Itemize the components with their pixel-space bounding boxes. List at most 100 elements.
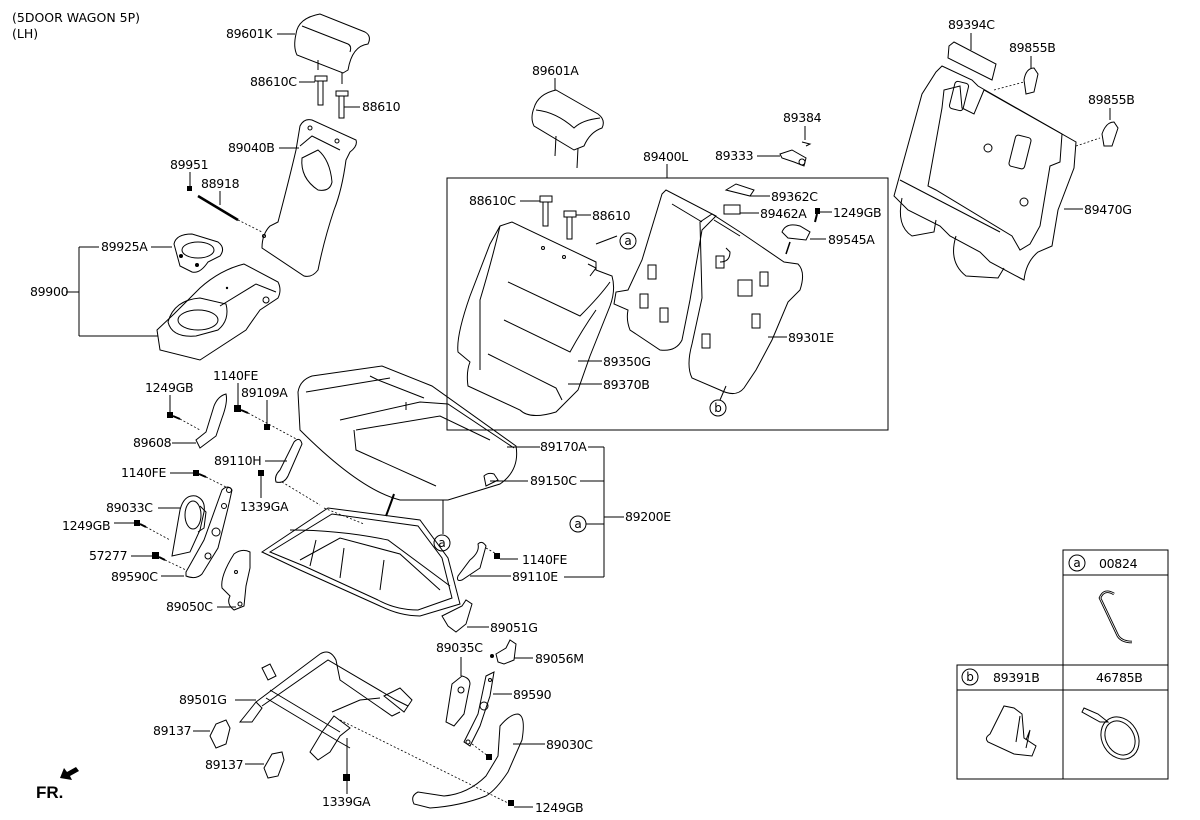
label-89137-a[interactable]: 89137 [153, 723, 192, 738]
label-89051G[interactable]: 89051G [490, 620, 538, 635]
label-89333[interactable]: 89333 [715, 148, 754, 163]
label-1249GB-b[interactable]: 1249GB [62, 518, 111, 533]
label-89035C[interactable]: 89035C [436, 640, 484, 655]
link-89110H-icon[interactable] [275, 438, 303, 483]
label-89400L[interactable]: 89400L [643, 149, 689, 164]
label-89030C[interactable]: 89030C [546, 737, 594, 752]
recliner-89033C-icon[interactable] [171, 495, 207, 557]
label-89608[interactable]: 89608 [133, 435, 172, 450]
clip-89384-icon[interactable] [801, 141, 812, 147]
label-89040B[interactable]: 89040B [228, 140, 275, 155]
bracket-89137-a-icon[interactable] [209, 719, 231, 749]
headrest-89601A-icon[interactable] [531, 89, 604, 169]
label-89501G[interactable]: 89501G [179, 692, 227, 707]
label-89370B[interactable]: 89370B [603, 377, 650, 392]
bolt-1140FE-c-icon[interactable] [494, 553, 500, 559]
legend-part-89391B[interactable]: 89391B [993, 670, 1040, 685]
hinge-89590-icon[interactable] [463, 671, 495, 747]
cup-holder-89925A-icon[interactable] [173, 233, 224, 273]
label-1339GA-b[interactable]: 1339GA [322, 794, 371, 809]
seatback-frame-89301E-icon[interactable] [613, 189, 804, 394]
label-89951[interactable]: 89951 [170, 157, 209, 172]
nut-1339GA-a-icon[interactable] [258, 470, 264, 476]
nut-89951-icon[interactable] [187, 186, 192, 191]
bracket-89855B-a-icon[interactable] [1023, 67, 1039, 95]
label-89384[interactable]: 89384 [783, 110, 822, 125]
callout-b-seatback[interactable]: b [709, 399, 727, 417]
bracket-89051G-icon[interactable] [441, 599, 473, 633]
label-89301E[interactable]: 89301E [788, 330, 835, 345]
seatback-panel-89470G-icon[interactable] [893, 65, 1077, 281]
label-89109A[interactable]: 89109A [241, 385, 289, 400]
label-89900[interactable]: 89900 [30, 284, 69, 299]
headrest-guide-88610C-icon[interactable] [314, 75, 328, 106]
cover-89394C-icon[interactable] [947, 41, 997, 81]
wire-hook-clip-icon[interactable] [1098, 590, 1133, 644]
cover-89030C-icon[interactable] [412, 713, 524, 809]
label-89855B-b[interactable]: 89855B [1088, 92, 1135, 107]
bolt-1140FE-a-icon[interactable] [234, 405, 249, 414]
bolt-1249GB-box-icon[interactable] [814, 208, 820, 223]
bolt-1249GB-a-icon[interactable] [167, 412, 181, 420]
label-89590C[interactable]: 89590C [111, 569, 159, 584]
seat-frame-wire-icon[interactable] [260, 493, 461, 617]
label-89110E[interactable]: 89110E [512, 569, 559, 584]
headrest-89601K-icon[interactable] [294, 13, 370, 84]
bracket-89056M-icon[interactable] [490, 639, 517, 665]
cable-tie-icon[interactable] [1081, 707, 1147, 766]
bracket-89855B-b-icon[interactable] [1101, 121, 1119, 147]
nut-1339GA-b-icon[interactable] [343, 774, 350, 781]
headrest-guide-88610-box-icon[interactable] [563, 210, 577, 240]
bolt-1249GB-c-icon[interactable] [508, 800, 514, 806]
seat-cushion-89200E-icon[interactable] [297, 365, 518, 501]
headrest-guide-88610-icon[interactable] [335, 90, 349, 119]
headrest-guide-88610C-box-icon[interactable] [539, 195, 553, 227]
label-89394C[interactable]: 89394C [948, 17, 996, 32]
label-89200E[interactable]: 89200E [625, 509, 672, 524]
callout-a-seatback[interactable]: a [619, 232, 637, 250]
label-89925A[interactable]: 89925A [101, 239, 149, 254]
label-88610C-box[interactable]: 88610C [469, 193, 517, 208]
seat-track-frame-89501G-icon[interactable] [238, 651, 413, 761]
link-89110E-icon[interactable] [457, 541, 487, 581]
label-89470G[interactable]: 89470G [1084, 202, 1132, 217]
callout-a-cushion[interactable]: a [433, 534, 451, 552]
bolt-1140FE-b-icon[interactable] [193, 470, 207, 478]
side-bolster-89040B-icon[interactable] [261, 119, 357, 277]
retainer-clip-icon[interactable] [985, 705, 1037, 757]
label-1249GB-a[interactable]: 1249GB [145, 380, 194, 395]
label-1249GB-c[interactable]: 1249GB [535, 800, 584, 815]
clip-89462A-icon[interactable] [723, 204, 741, 215]
label-89056M[interactable]: 89056M [535, 651, 584, 666]
label-1339GA-a[interactable]: 1339GA [240, 499, 289, 514]
label-89137-b[interactable]: 89137 [205, 757, 244, 772]
label-89590[interactable]: 89590 [513, 687, 552, 702]
label-89050C[interactable]: 89050C [166, 599, 214, 614]
label-89855B-a[interactable]: 89855B [1009, 40, 1056, 55]
label-88918[interactable]: 88918 [201, 176, 240, 191]
bracket-89137-b-icon[interactable] [263, 751, 285, 779]
label-89150C[interactable]: 89150C [530, 473, 578, 488]
label-1249GB-box[interactable]: 1249GB [833, 205, 882, 220]
label-1140FE-a[interactable]: 1140FE [213, 368, 259, 383]
label-88610C-top[interactable]: 88610C [250, 74, 298, 89]
bezel-89333-icon[interactable] [779, 149, 807, 167]
label-89350G[interactable]: 89350G [603, 354, 651, 369]
callout-a-89200E[interactable]: a [569, 515, 587, 533]
label-1140FE-b[interactable]: 1140FE [121, 465, 167, 480]
legend-part-00824[interactable]: 00824 [1099, 556, 1138, 571]
label-89110H[interactable]: 89110H [214, 453, 262, 468]
rod-88918-icon[interactable] [197, 194, 239, 222]
bolt-89590-icon[interactable] [486, 754, 492, 760]
label-57277[interactable]: 57277 [89, 548, 128, 563]
nut-89109A-icon[interactable] [264, 424, 270, 430]
tag-89150C-icon[interactable] [483, 472, 499, 487]
label-88610-box[interactable]: 88610 [592, 208, 631, 223]
label-1140FE-c[interactable]: 1140FE [522, 552, 568, 567]
recliner-89035C-icon[interactable] [445, 675, 471, 727]
label-88610-top[interactable]: 88610 [362, 99, 401, 114]
label-89545A[interactable]: 89545A [828, 232, 876, 247]
bolt-57277-icon[interactable] [152, 552, 166, 561]
bolt-1249GB-b-icon[interactable] [134, 520, 147, 528]
cover-89050C-icon[interactable] [221, 549, 251, 611]
